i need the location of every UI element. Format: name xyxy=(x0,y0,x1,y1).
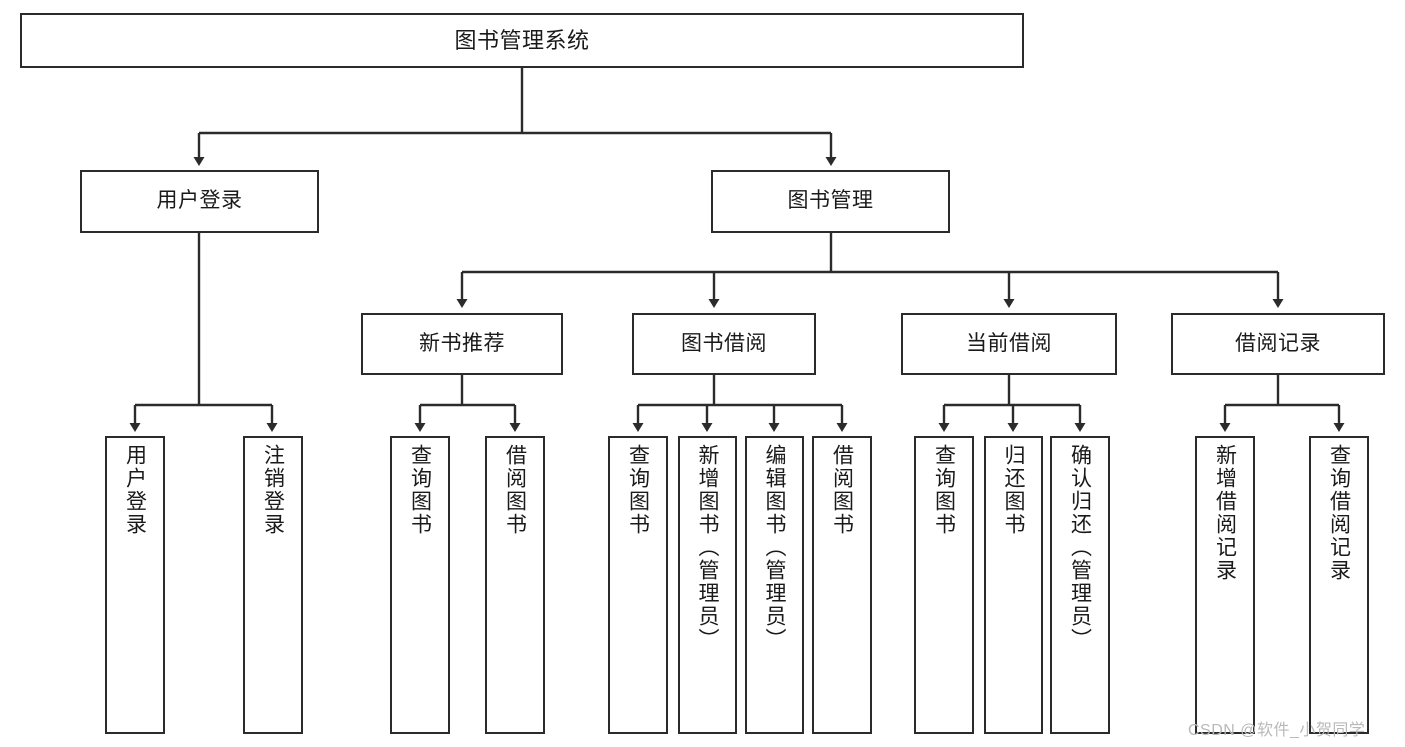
node-label: 用户登录 xyxy=(123,444,147,536)
node-label: 当前借阅 xyxy=(966,331,1052,355)
node-label: 图书借阅 xyxy=(681,331,767,355)
node-root-system[interactable]: 图书管理系统 xyxy=(20,13,1024,68)
node-label: 用户登录 xyxy=(156,189,243,213)
node-label: 注销登录 xyxy=(261,444,285,536)
node-label: 新书推荐 xyxy=(419,331,505,355)
node-label: 图书管理 xyxy=(787,189,874,213)
node-user-login[interactable]: 用户登录 xyxy=(80,170,319,233)
node-book-borrow[interactable]: 图书借阅 xyxy=(632,313,816,375)
leaf-query-book-1[interactable]: 查询图书 xyxy=(390,436,450,734)
leaf-confirm-return-admin[interactable]: 确认归还（管理员） xyxy=(1050,436,1110,734)
node-label: 借阅记录 xyxy=(1235,331,1321,355)
leaf-logout-login[interactable]: 注销登录 xyxy=(243,436,303,734)
leaf-user-login[interactable]: 用户登录 xyxy=(105,436,165,734)
node-current-borrow[interactable]: 当前借阅 xyxy=(901,313,1117,375)
node-label: 查询借阅记录 xyxy=(1327,444,1351,582)
node-label: 查询图书 xyxy=(932,444,956,536)
node-label: 借阅图书 xyxy=(830,444,854,536)
watermark-text: CSDN @软件_小贺同学 xyxy=(1188,722,1366,739)
leaf-borrow-book-1[interactable]: 借阅图书 xyxy=(485,436,545,734)
leaf-query-book-2[interactable]: 查询图书 xyxy=(608,436,668,734)
node-label: 查询图书 xyxy=(408,444,432,536)
node-label: 归还图书 xyxy=(1002,444,1025,536)
leaf-query-borrow-record[interactable]: 查询借阅记录 xyxy=(1309,436,1369,734)
leaf-borrow-book-2[interactable]: 借阅图书 xyxy=(812,436,872,734)
node-label: 确认归还（管理员） xyxy=(1068,444,1092,651)
node-new-book-recommend[interactable]: 新书推荐 xyxy=(361,313,563,375)
leaf-query-book-3[interactable]: 查询图书 xyxy=(914,436,974,734)
leaf-edit-book-admin[interactable]: 编辑图书（管理员） xyxy=(745,436,804,734)
node-label: 编辑图书（管理员） xyxy=(763,444,786,651)
node-label: 新增借阅记录 xyxy=(1213,444,1237,582)
leaf-return-book[interactable]: 归还图书 xyxy=(984,436,1043,734)
node-book-manage[interactable]: 图书管理 xyxy=(711,170,950,233)
leaf-add-book-admin[interactable]: 新增图书（管理员） xyxy=(678,436,737,734)
node-label: 借阅图书 xyxy=(503,444,527,536)
node-label: 图书管理系统 xyxy=(454,27,590,53)
leaf-add-borrow-record[interactable]: 新增借阅记录 xyxy=(1195,436,1255,734)
node-borrow-record[interactable]: 借阅记录 xyxy=(1171,313,1385,375)
node-label: 新增图书（管理员） xyxy=(696,444,719,651)
node-label: 查询图书 xyxy=(626,444,650,536)
